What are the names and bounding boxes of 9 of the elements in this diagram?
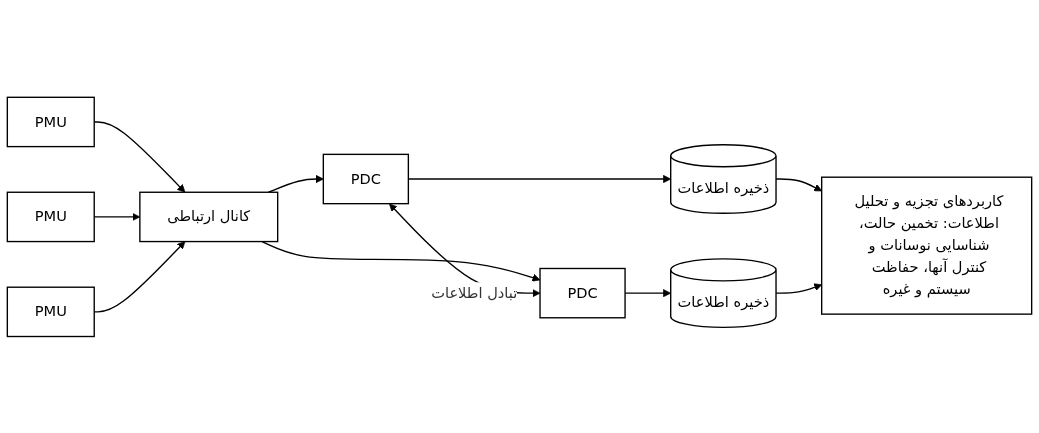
node-box: PMU: [6, 191, 95, 242]
node-box: PMU: [6, 286, 95, 337]
edge-label: تبادل اطلاعات: [431, 283, 518, 301]
node-box: PDC: [322, 153, 410, 204]
arrow: [261, 240, 541, 282]
node-box: کانال ارتباطی: [139, 191, 279, 242]
node-box: PDC: [539, 267, 626, 319]
node-box: کاربردهای تجزیه و تحلیل اطلاعات: تخمین حالت، شناسایی نوسانات و کنترل آنها، حفاظت سیستم و غیره: [821, 176, 1033, 315]
node-box: PMU: [6, 96, 95, 147]
